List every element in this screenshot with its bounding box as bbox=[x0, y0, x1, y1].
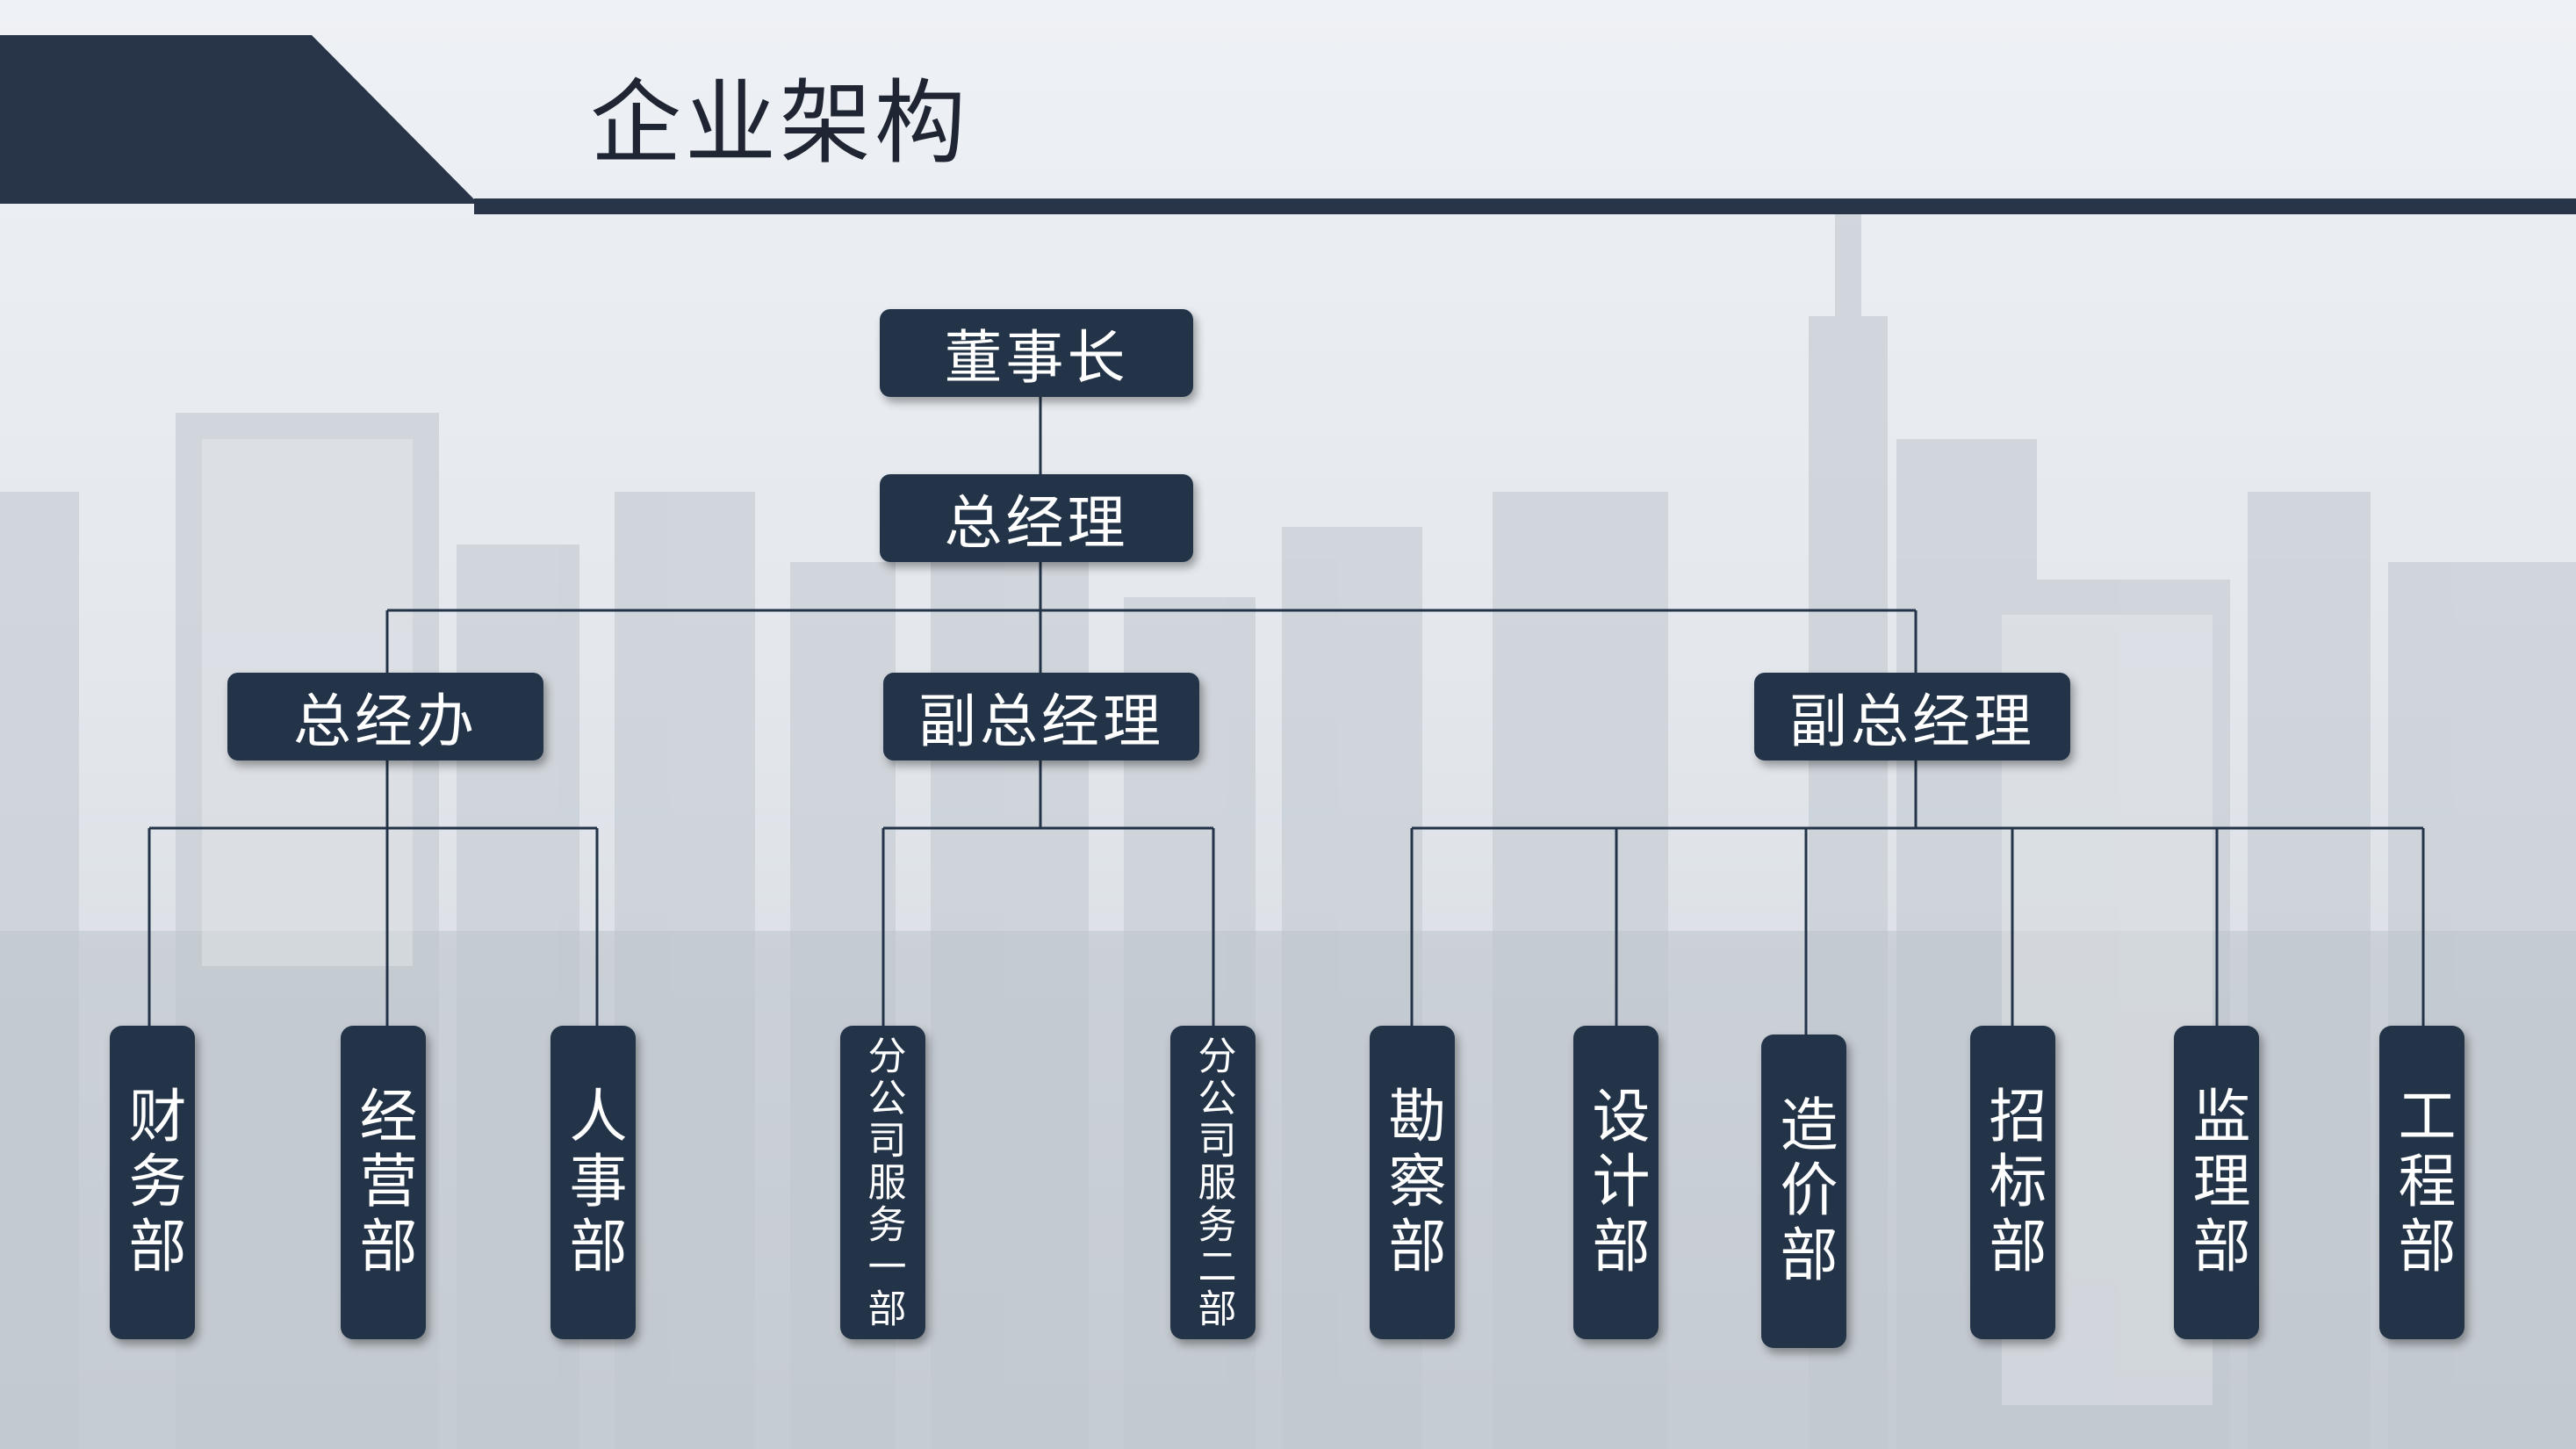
node-chairman: 董事长 bbox=[880, 309, 1193, 397]
node-deputy-gm-2: 副总经理 bbox=[1754, 673, 2070, 761]
node-dept-branch-service-1: 分公司服务一部 bbox=[840, 1026, 925, 1339]
node-dept-branch-service-2: 分公司服务二部 bbox=[1170, 1026, 1256, 1339]
node-gm-office: 总经办 bbox=[227, 673, 543, 761]
header-band bbox=[0, 35, 2576, 214]
node-dept-survey: 勘察部 bbox=[1370, 1026, 1455, 1339]
node-general-manager: 总经理 bbox=[880, 474, 1193, 562]
node-dept-hr: 人事部 bbox=[550, 1026, 636, 1339]
page-title: 企业架构 bbox=[590, 69, 970, 177]
node-dept-engineering: 工程部 bbox=[2379, 1026, 2464, 1339]
node-deputy-gm-1: 副总经理 bbox=[883, 673, 1199, 761]
node-dept-bidding: 招标部 bbox=[1970, 1026, 2055, 1339]
node-dept-operations: 经营部 bbox=[341, 1026, 426, 1339]
node-dept-costing: 造价部 bbox=[1761, 1034, 1846, 1348]
node-dept-supervision: 监理部 bbox=[2174, 1026, 2259, 1339]
node-dept-design: 设计部 bbox=[1573, 1026, 1659, 1339]
node-dept-finance: 财务部 bbox=[110, 1026, 195, 1339]
